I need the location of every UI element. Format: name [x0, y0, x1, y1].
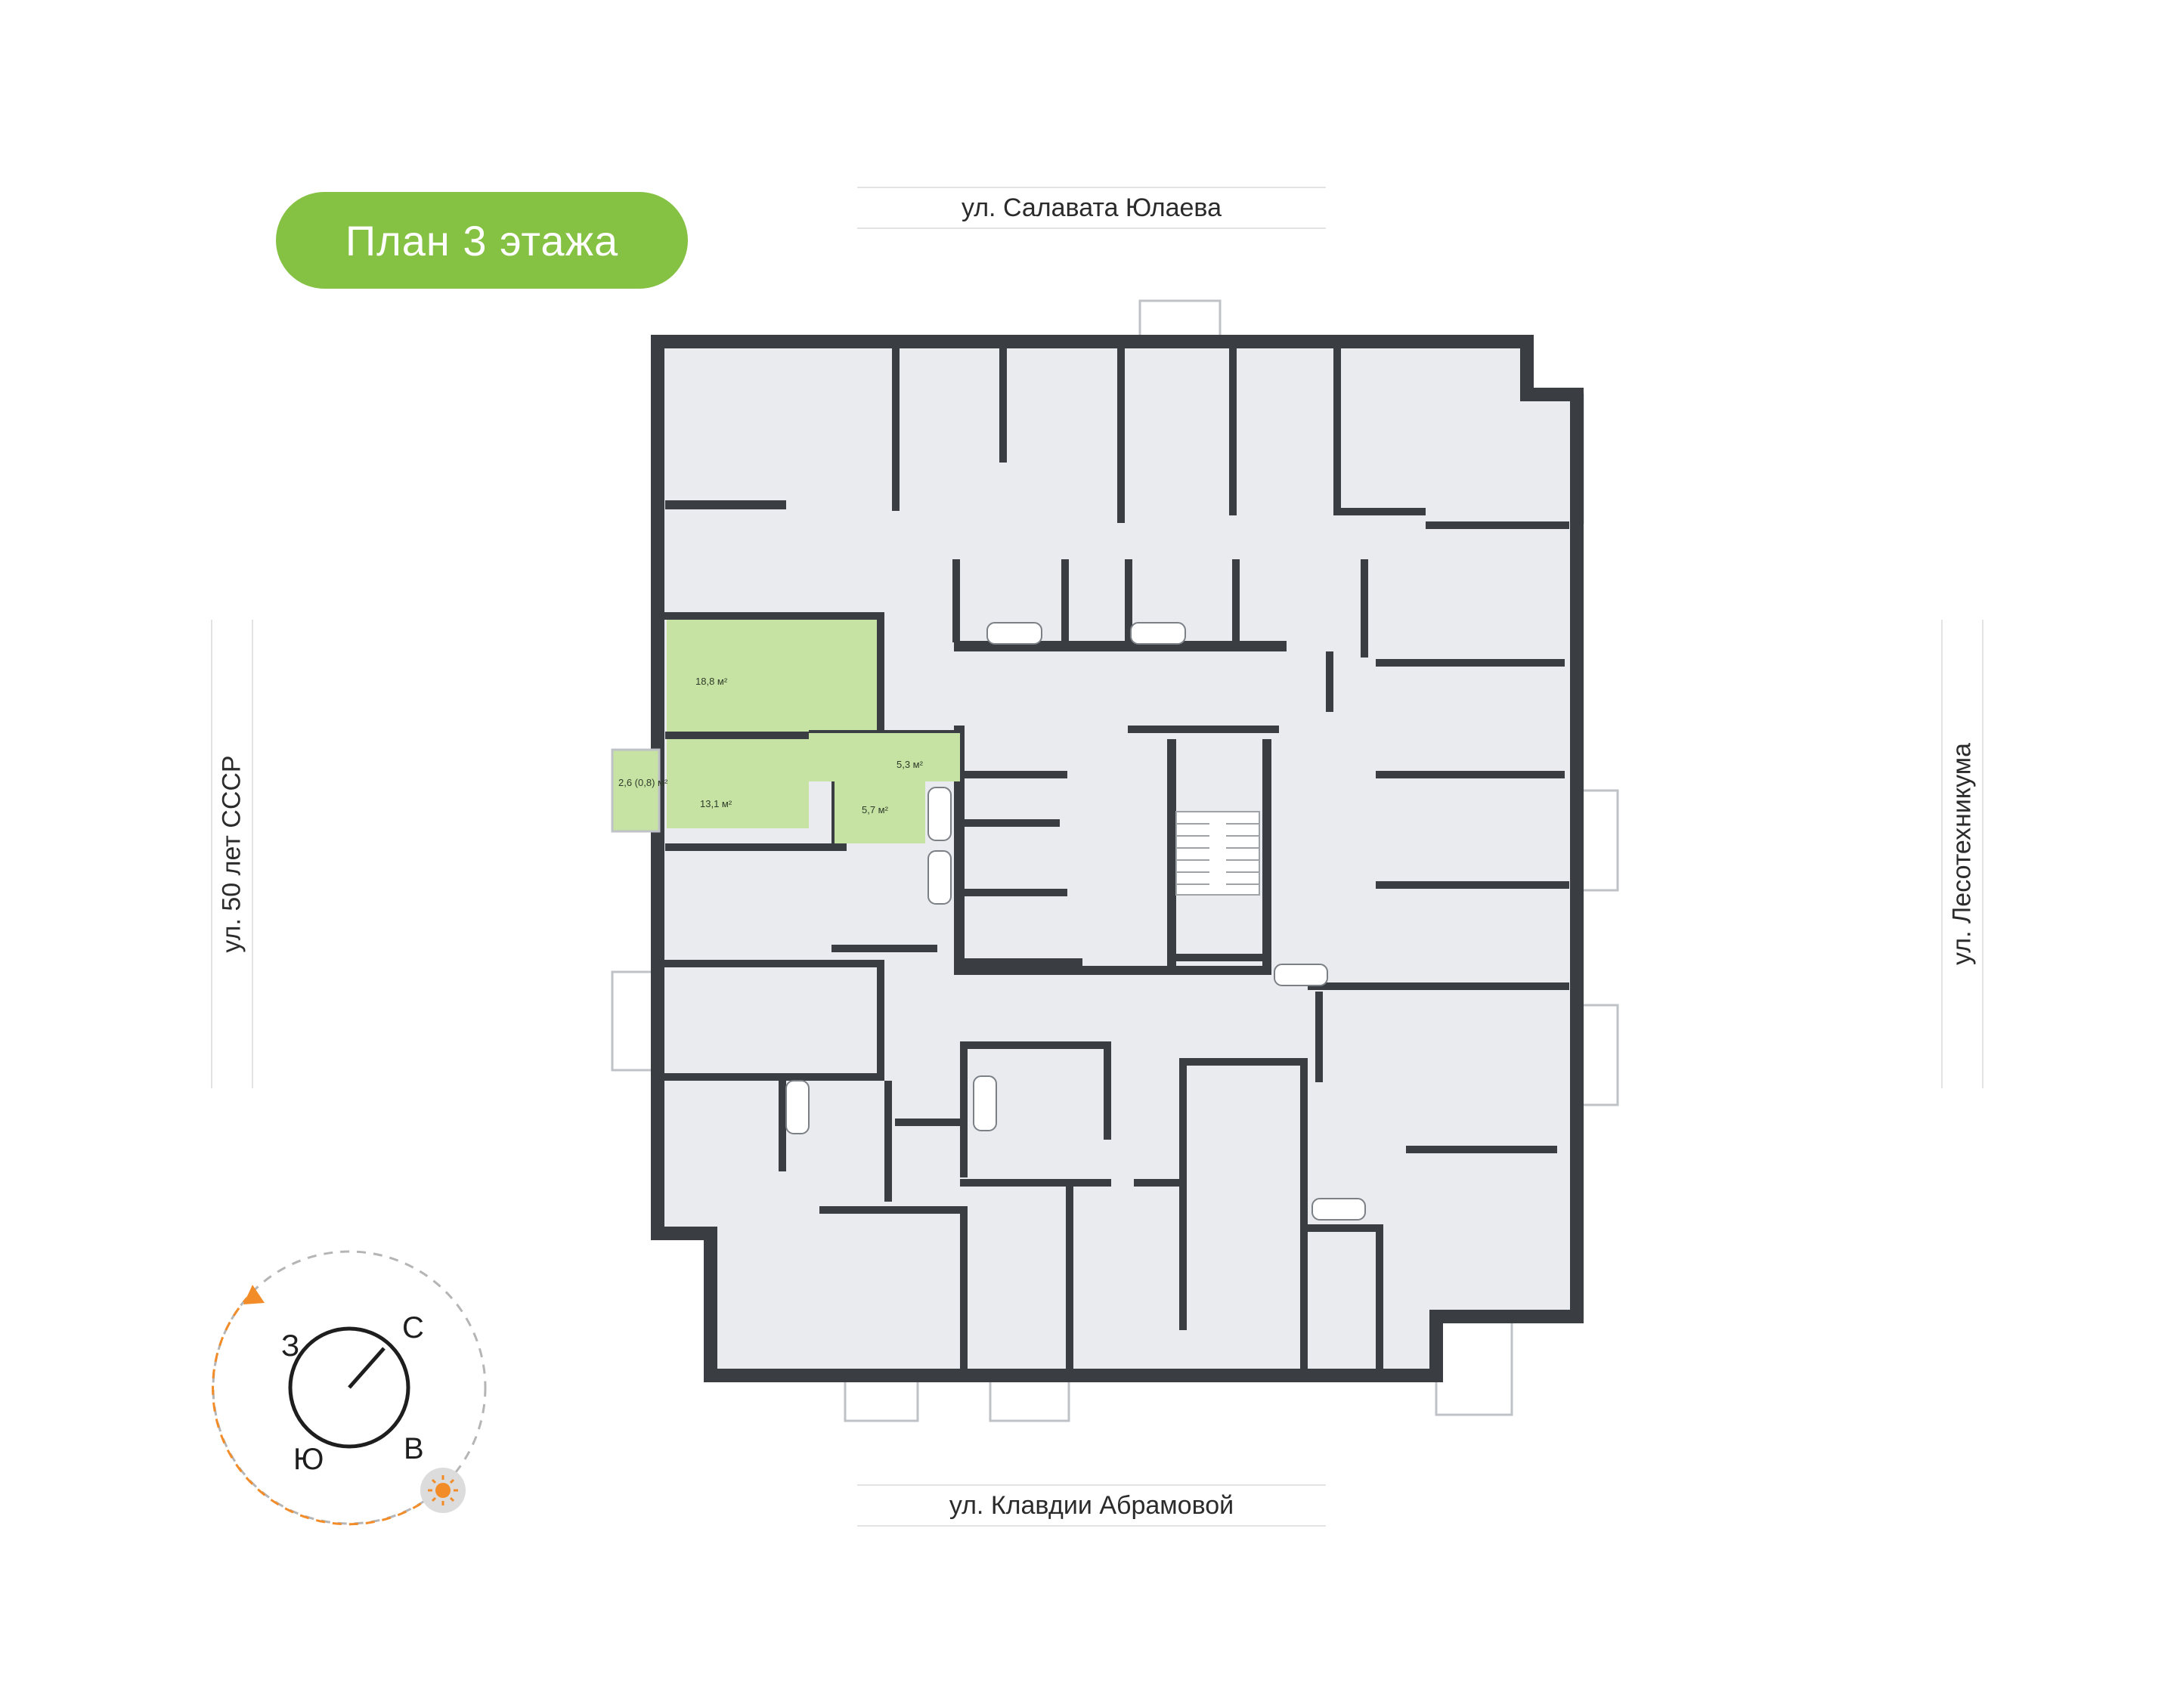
- street-label-west: ул. 50 лет СССР: [211, 620, 253, 1088]
- street-label-south: ул. Клавдии Абрамовой: [857, 1484, 1326, 1527]
- room-5-3[interactable]: [809, 730, 960, 781]
- area-label-2-6: 2,6 (0,8) м²: [618, 777, 668, 788]
- highlighted-apartment[interactable]: 18,8 м² 13,1 м² 5,3 м² 5,7 м² 2,6 (0,8) …: [611, 620, 960, 845]
- room-5-7[interactable]: [835, 781, 925, 843]
- compass-south: Ю: [293, 1443, 324, 1476]
- balcony-2-6[interactable]: [611, 748, 661, 833]
- area-label-13-1: 13,1 м²: [700, 798, 732, 809]
- compass-north: С: [402, 1311, 424, 1344]
- compass-west: З: [281, 1329, 299, 1363]
- room-13-1[interactable]: [667, 739, 809, 828]
- street-label-north: ул. Салавата Юлаева: [857, 187, 1326, 229]
- sun-icon: [420, 1468, 466, 1513]
- floor-title-badge: План 3 этажа: [276, 192, 688, 289]
- area-label-5-7: 5,7 м²: [862, 804, 889, 815]
- bath-fixtures: [785, 622, 1366, 1221]
- area-label-18-8: 18,8 м²: [695, 676, 728, 687]
- compass: С В Ю З: [212, 1250, 487, 1526]
- area-label-5-3: 5,3 м²: [897, 759, 924, 770]
- room-18-8[interactable]: [667, 620, 877, 732]
- street-label-east: ул. Лесотехникума: [1941, 620, 1983, 1088]
- compass-east: В: [404, 1432, 424, 1465]
- staircase: [1175, 811, 1260, 896]
